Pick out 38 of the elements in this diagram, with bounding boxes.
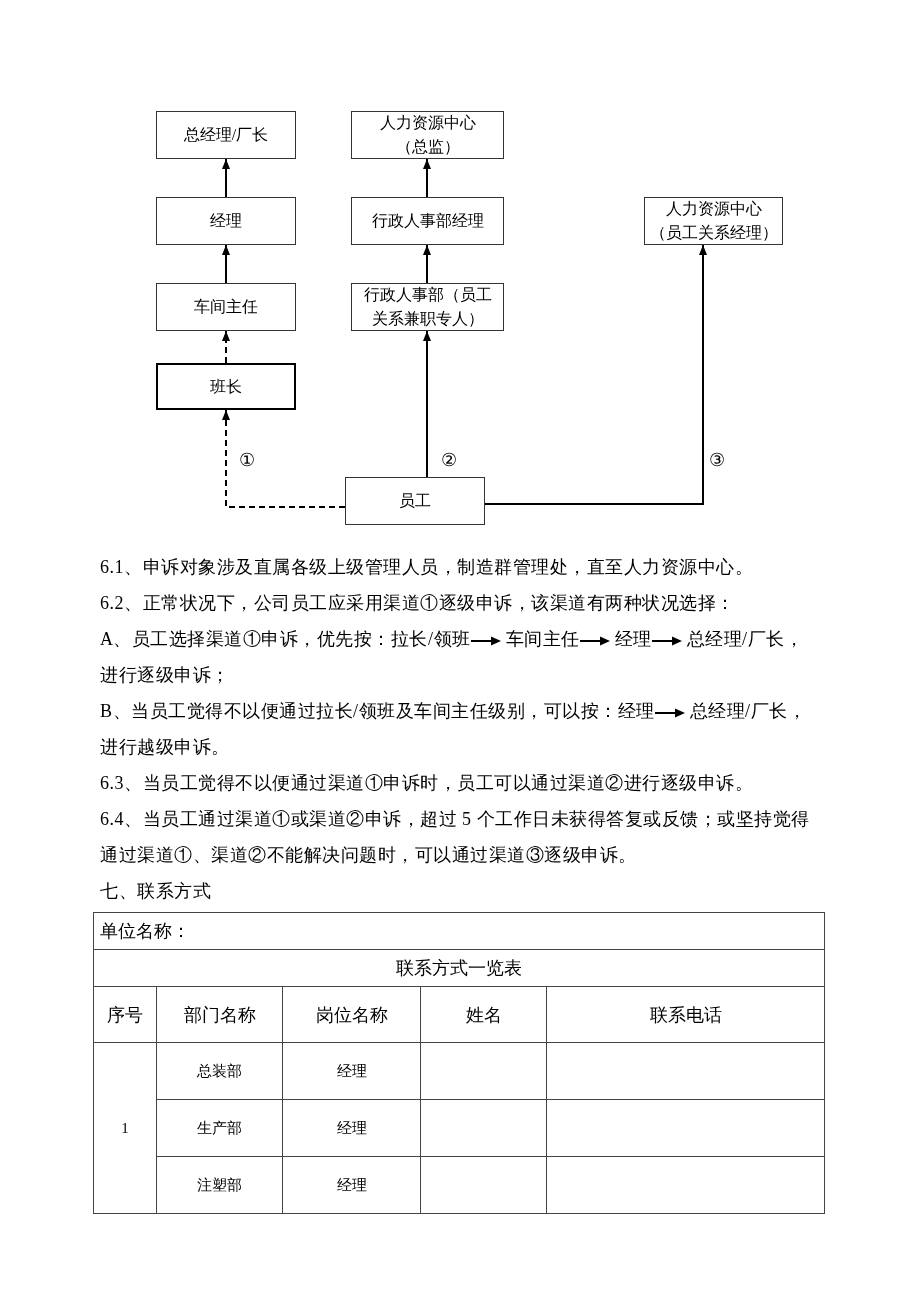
role-box: 总经理/厂长: [156, 111, 296, 159]
table-title: 联系方式一览表: [93, 949, 825, 987]
arrow: [222, 409, 346, 508]
table-cell: 经理: [282, 1042, 421, 1100]
paragraph: 6.4、当员工通过渠道①或渠道②申诉，超过 5 个工作日未获得答复或反馈；或坚持觉得通过渠道①、渠道②不能解决问题时，可以通过渠道③逐级申诉。: [100, 808, 811, 867]
paragraph: 6.3、当员工觉得不以便通过渠道①申诉时，员工可以通过渠道②进行逐级申诉。: [100, 772, 754, 795]
table-cell: 1: [93, 1042, 157, 1214]
table-header-cell: 联系电话: [546, 986, 825, 1043]
arrow: [222, 244, 230, 284]
role-box: 行政人事部（员工关系兼职专人）: [351, 283, 504, 331]
arrow: [423, 158, 431, 198]
table-cell: 单位名称：: [93, 912, 825, 950]
table-cell: 经理: [282, 1156, 421, 1214]
role-box: 员工: [345, 477, 485, 525]
paragraph: B、当员工觉得不以便通过拉长/领班及车间主任级别，可以按：经理 总经理/厂长，进行越级申诉。: [100, 700, 808, 759]
role-box: 行政人事部经理: [351, 197, 504, 245]
table-cell: 总装部: [156, 1042, 283, 1100]
arrow: [423, 330, 431, 478]
table-header-cell: 序号: [93, 986, 157, 1043]
table-header-cell: 岗位名称: [282, 986, 421, 1043]
arrow: [423, 244, 431, 284]
paragraph: A、员工选择渠道①申诉，优先按：拉长/领班 车间主任 经理 总经理/厂长，进行逐级申诉；: [100, 628, 804, 687]
section-heading: 七、联系方式: [100, 880, 212, 903]
role-box: 班长: [156, 363, 296, 410]
table-header-cell: 部门名称: [156, 986, 283, 1043]
table-cell: 经理: [282, 1099, 421, 1157]
table-cell: 注塑部: [156, 1156, 283, 1214]
arrow: [222, 330, 230, 364]
arrow: [484, 244, 707, 505]
paragraph: 6.1、申诉对象涉及直属各级上级管理人员，制造群管理处，直至人力资源中心。: [100, 556, 754, 579]
role-box: 车间主任: [156, 283, 296, 331]
role-box: 人力资源中心（总监）: [351, 111, 504, 159]
paragraph: 6.2、正常状况下，公司员工应采用渠道①逐级申诉，该渠道有两种状况选择：: [100, 592, 736, 615]
table-header-cell: 姓名: [420, 986, 547, 1043]
arrow: [222, 158, 230, 198]
table-cell: 生产部: [156, 1099, 283, 1157]
role-box: 经理: [156, 197, 296, 245]
role-box: 人力资源中心（员工关系经理）: [644, 197, 783, 245]
